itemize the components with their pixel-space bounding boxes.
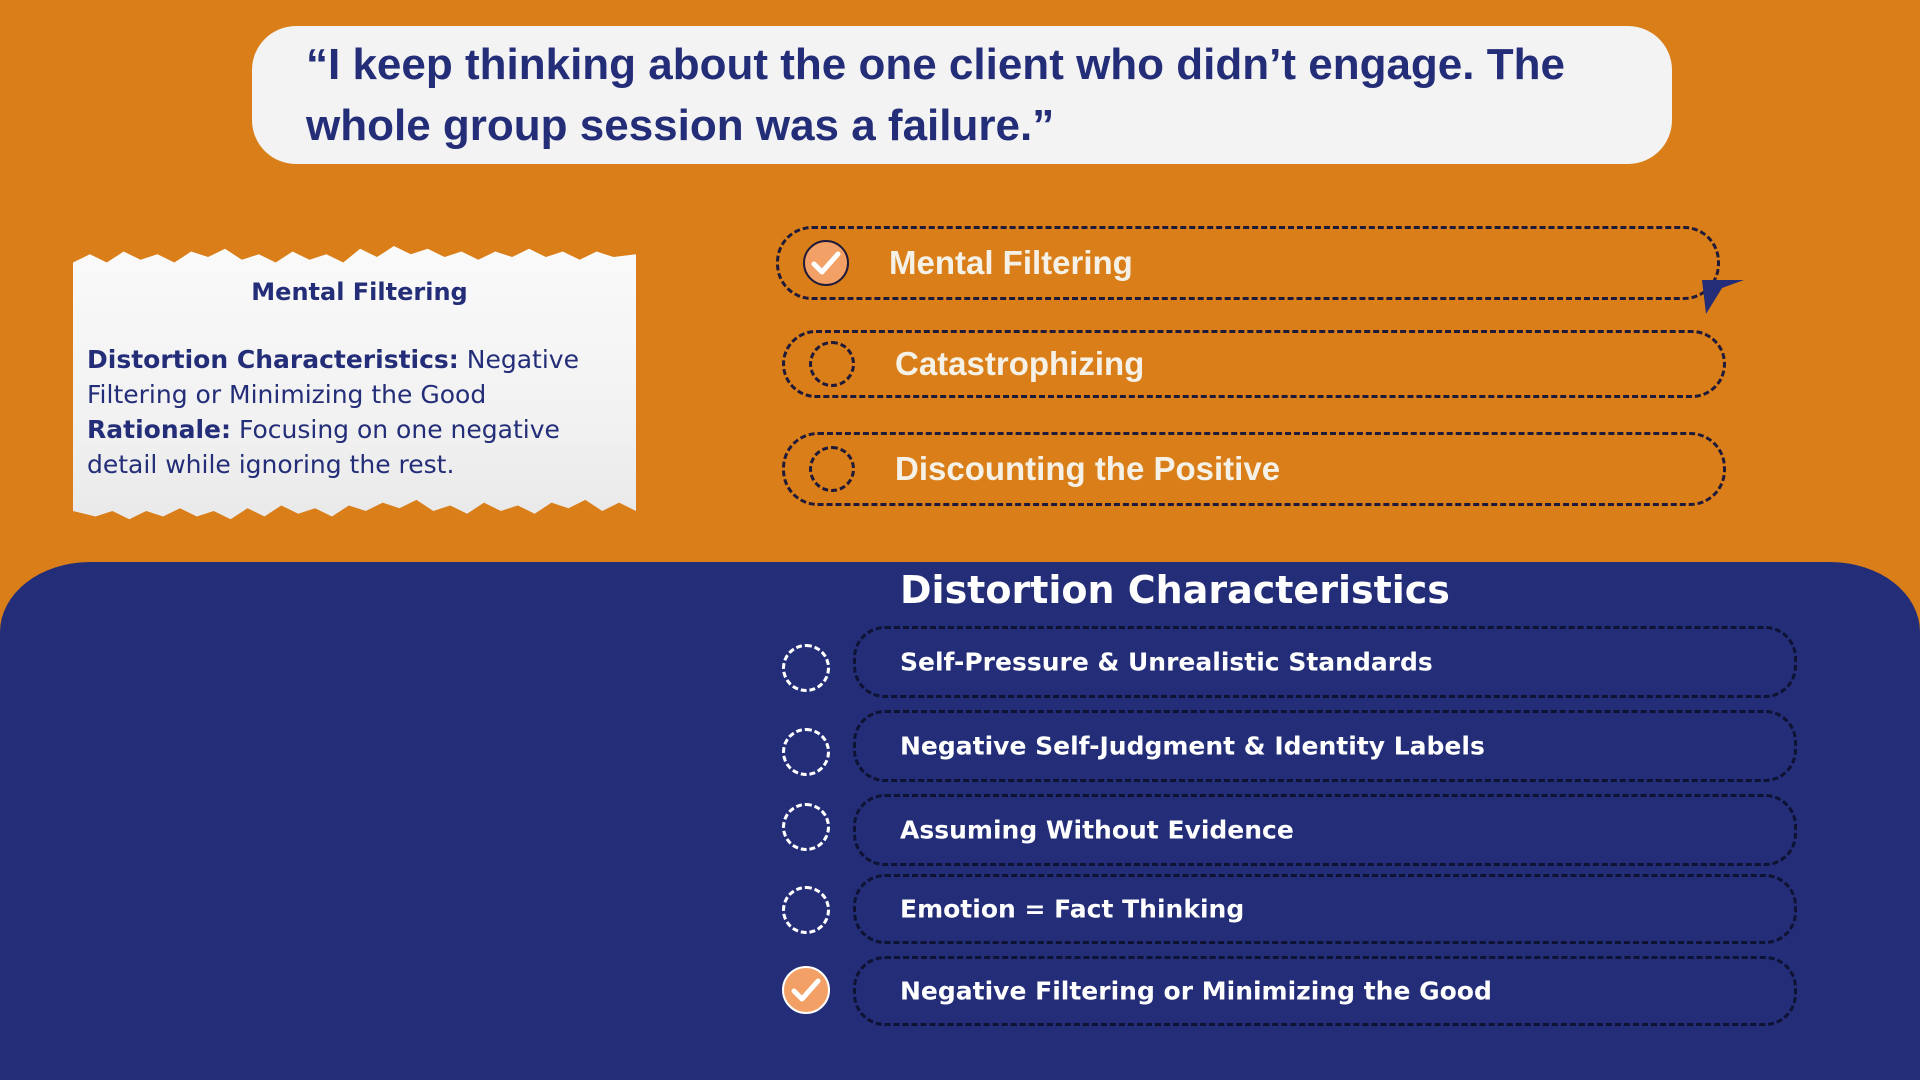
note-characteristics: Distortion Characteristics: Negative Fil…	[87, 342, 632, 412]
note-characteristics-label: Distortion Characteristics:	[87, 345, 459, 374]
note-rationale-value: Focusing on one negative detail while ig…	[87, 415, 560, 479]
option-radio-checked[interactable]	[803, 240, 849, 286]
quote-text: “I keep thinking about the one client wh…	[306, 40, 1565, 150]
characteristic-radio-negative-self-judgment[interactable]	[782, 728, 830, 776]
option-catastrophizing[interactable]: Catastrophizing	[782, 330, 1726, 398]
characteristic-radio-assuming-without-evidence[interactable]	[782, 803, 830, 851]
option-radio[interactable]	[809, 341, 855, 387]
characteristic-label: Negative Filtering or Minimizing the Goo…	[900, 976, 1492, 1006]
characteristic-negative-self-judgment[interactable]: Negative Self-Judgment & Identity Labels	[853, 710, 1797, 782]
note-title: Mental Filtering	[251, 278, 468, 306]
characteristic-radio-self-pressure[interactable]	[782, 644, 830, 692]
note-characteristics-value: Negative Filtering or Minimizing the Goo…	[87, 345, 579, 409]
explanation-note: Mental Filtering Distortion Characterist…	[73, 246, 636, 520]
option-label: Mental Filtering	[889, 244, 1133, 281]
option-discounting-the-positive[interactable]: Discounting the Positive	[782, 432, 1726, 506]
option-label: Discounting the Positive	[895, 450, 1281, 487]
characteristic-assuming-without-evidence[interactable]: Assuming Without Evidence	[853, 794, 1797, 866]
note-rationale: Rationale: Focusing on one negative deta…	[87, 412, 632, 482]
characteristic-label: Assuming Without Evidence	[900, 815, 1294, 845]
option-label: Catastrophizing	[895, 345, 1145, 382]
characteristic-radio-emotion-fact[interactable]	[782, 886, 830, 934]
option-radio[interactable]	[809, 446, 855, 492]
check-icon	[811, 251, 841, 275]
characteristic-label: Self-Pressure & Unrealistic Standards	[900, 647, 1433, 677]
note-rationale-label: Rationale:	[87, 415, 232, 444]
characteristic-negative-filtering[interactable]: Negative Filtering or Minimizing the Goo…	[853, 956, 1797, 1026]
characteristic-label: Emotion = Fact Thinking	[900, 894, 1245, 924]
characteristic-self-pressure[interactable]: Self-Pressure & Unrealistic Standards	[853, 626, 1797, 698]
check-icon	[791, 978, 821, 1002]
characteristic-radio-negative-filtering[interactable]	[782, 966, 830, 1014]
characteristics-title: Distortion Characteristics	[900, 568, 1450, 612]
explanation-note-content: Mental Filtering Distortion Characterist…	[87, 278, 632, 482]
option-mental-filtering[interactable]: Mental Filtering	[776, 226, 1720, 300]
characteristic-emotion-fact[interactable]: Emotion = Fact Thinking	[853, 874, 1797, 944]
cursor-arrow-icon	[1702, 280, 1744, 314]
characteristics-panel	[0, 562, 1920, 1080]
characteristic-label: Negative Self-Judgment & Identity Labels	[900, 731, 1485, 761]
quote-bubble: “I keep thinking about the one client wh…	[252, 26, 1672, 164]
